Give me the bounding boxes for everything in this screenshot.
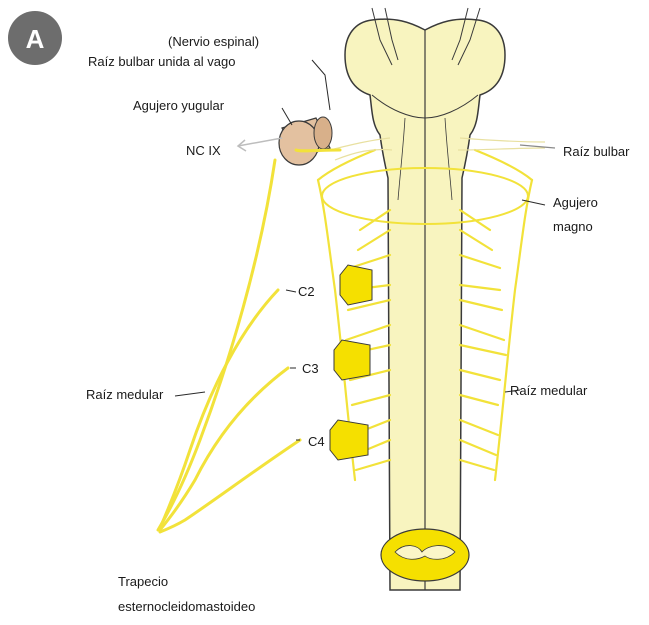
label-esternocleidomastoideo: esternocleidomastoideo	[118, 599, 255, 614]
label-c2: C2	[298, 284, 315, 299]
label-nervio-espinal: (Nervio espinal)	[168, 34, 259, 49]
label-agujero-magno-line1: Agujero	[553, 195, 598, 210]
label-raiz-medular-right: Raíz medular	[510, 383, 588, 398]
label-agujero-yugular: Agujero yugular	[133, 98, 225, 113]
cord-cross-section	[381, 529, 469, 581]
label-raiz-medular-left: Raíz medular	[86, 387, 164, 402]
label-raiz-bulbar-unida-al-vago: Raíz bulbar unida al vago	[88, 54, 235, 69]
label-trapecio: Trapecio	[118, 574, 168, 589]
label-c4: C4	[308, 434, 325, 449]
nc-ix-line	[238, 138, 282, 151]
label-agujero-magno-line2: magno	[553, 219, 593, 234]
label-nc-ix: NC IX	[186, 143, 221, 158]
label-raiz-bulbar: Raíz bulbar	[563, 144, 630, 159]
panel-letter: A	[26, 24, 45, 54]
accessory-nerve-trunk	[158, 150, 340, 532]
jugular-foramen	[279, 117, 332, 165]
panel-badge: A	[8, 11, 62, 65]
label-c3: C3	[302, 361, 319, 376]
